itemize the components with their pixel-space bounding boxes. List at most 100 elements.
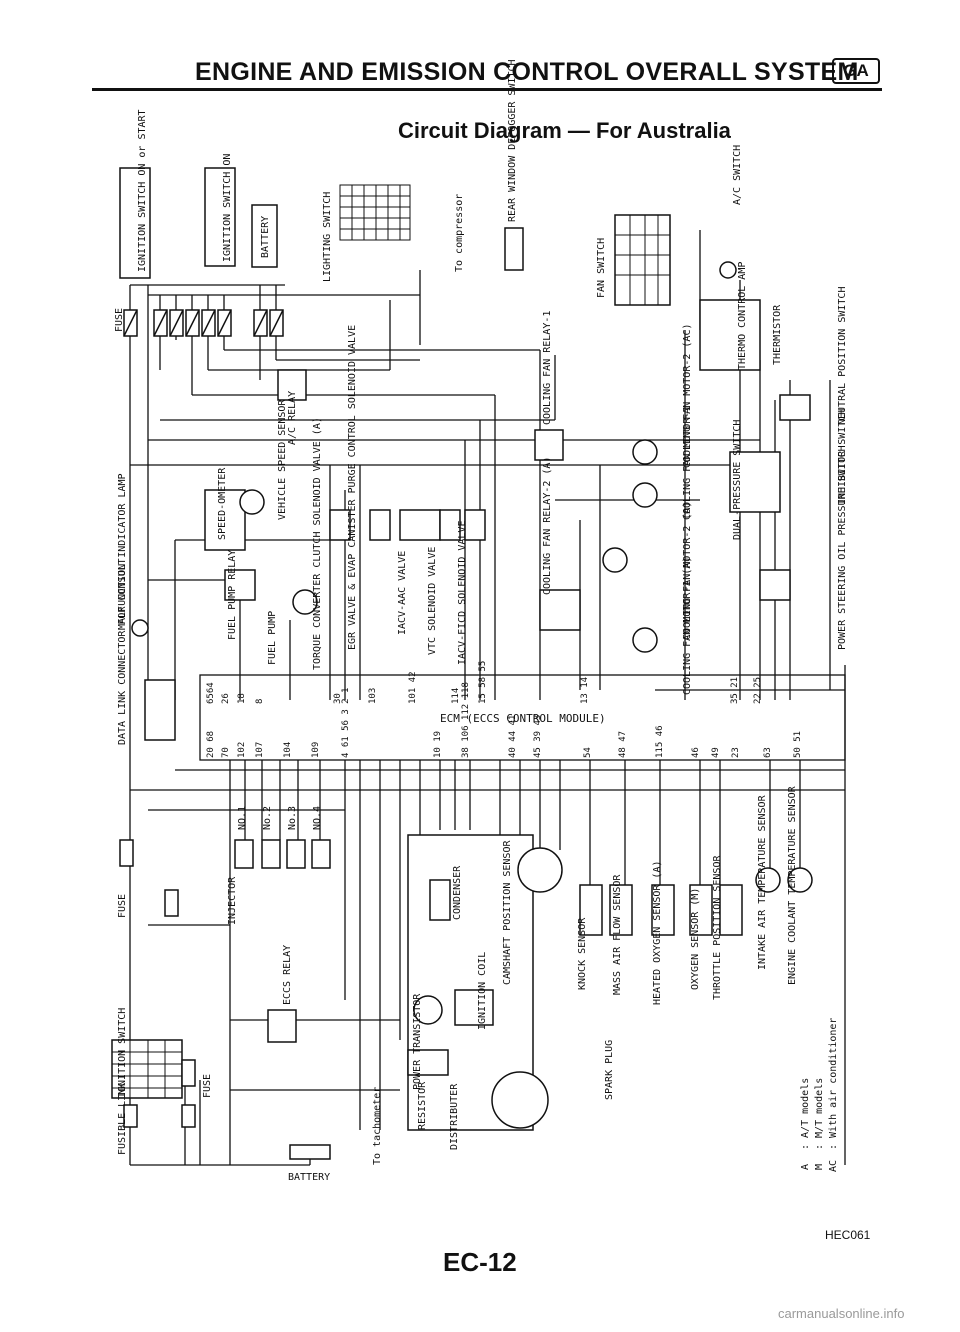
label-knock-sensor: KNOCK SENSOR bbox=[577, 917, 588, 990]
pin-bot-17: 63 bbox=[763, 747, 773, 758]
label-ac-switch: A/C SWITCH bbox=[732, 145, 743, 205]
label-speedometer: SPEED-OMETER bbox=[217, 467, 228, 540]
label-iacv-aac: IACV-AAC VALVE bbox=[397, 551, 408, 635]
label-condenser: CONDENSER bbox=[452, 865, 463, 920]
label-fuse-top: FUSE bbox=[114, 308, 125, 332]
legend-m: : M/T models bbox=[814, 1078, 825, 1150]
label-cooling-fan-motor-1: COOLING FAN MOTOR-1 bbox=[682, 406, 693, 520]
label-cooling-fan-motor-2-ac: COOLING FAN MOTOR-2 (AC) bbox=[682, 324, 693, 469]
label-neutral-position: NEUTRAL POSITION SWITCH bbox=[837, 287, 848, 425]
pin-bot-18: 50 51 bbox=[793, 731, 803, 758]
pin-top-9: 13 14 bbox=[580, 677, 590, 704]
label-cooling-fan-relay-2: COOLING FAN RELAY-2 (A) bbox=[542, 457, 553, 595]
label-mil: MALFUNCTION INDICATOR LAMP bbox=[117, 473, 128, 630]
label-ign-on-start: IGNITION SWITCH ON or START bbox=[137, 109, 148, 272]
label-inhibitor-switch: INHIBITOR SWITCH bbox=[837, 409, 848, 505]
legend-ac-symbol: AC bbox=[828, 1160, 839, 1172]
watermark: carmanualsonline.info bbox=[778, 1306, 905, 1321]
diagram-code: HEC061 bbox=[825, 1228, 871, 1242]
legend-ac: : With air conditioner bbox=[828, 1018, 839, 1150]
label-vehicle-speed-sensor: VEHICLE SPEED SENSOR bbox=[277, 399, 288, 520]
label-cooling-fan-motor-1-a: COOLING FAN MOTOR-1 (A) bbox=[682, 557, 693, 695]
pin-top-2: 18 bbox=[237, 693, 247, 704]
label-fuel-pump: FUEL PUMP bbox=[267, 611, 278, 665]
label-vtc: VTC SOLENOID VALVE bbox=[427, 547, 438, 655]
label-dlc: DATA LINK CONNECTOR FOR CONSULT bbox=[117, 558, 128, 745]
label-heated-o2: HEATED OXYGEN SENSOR (A) bbox=[652, 861, 663, 1006]
legend-a: : A/T models bbox=[800, 1078, 811, 1150]
label-dual-pressure-switch: DUAL-PRESSURE SWITCH bbox=[732, 420, 743, 540]
label-tcc-solenoid: TORQUE CONVERTER CLUTCH SOLENOID VALVE (… bbox=[312, 417, 323, 670]
label-ign-switch-table: IGNITION SWITCH bbox=[117, 1008, 128, 1098]
header-rule bbox=[92, 88, 882, 91]
label-to-compressor: To compressor bbox=[454, 194, 465, 272]
legend: : A/T models : M/T models : With air con… bbox=[800, 1018, 839, 1172]
section-badge: GA bbox=[832, 58, 880, 84]
legend-a-symbol: A bbox=[800, 1164, 811, 1170]
pin-bot-13: 115 46 bbox=[655, 725, 665, 758]
label-thermistor: THERMISTOR bbox=[772, 304, 783, 365]
label-fuel-pump-relay: FUEL PUMP RELAY bbox=[227, 550, 238, 640]
page-title: ENGINE AND EMISSION CONTROL OVERALL SYST… bbox=[195, 58, 859, 86]
pin-bot-5: 109 bbox=[311, 742, 321, 758]
label-fuse-low: FUSE bbox=[202, 1074, 213, 1098]
pin-top-10: 35 21 bbox=[730, 677, 740, 704]
label-egr-evap: EGR VALVE & EVAP CANISTER PURGE CONTROL … bbox=[347, 325, 358, 650]
pin-bot-8: 38 106 112 118 bbox=[461, 682, 471, 758]
pin-bot-9: 40 44 41 bbox=[508, 715, 518, 758]
label-fusible-link: FUSIBLE LINK bbox=[117, 1083, 128, 1155]
label-tps: THROTTLE POSITION SENSOR bbox=[712, 855, 723, 1000]
label-o2-m: OXYGEN SENSOR (M) bbox=[690, 888, 701, 990]
pin-top-8: 15 58 55 bbox=[478, 661, 488, 704]
label-power-transistor: POWER TRANSISTOR bbox=[412, 993, 423, 1090]
pin-bot-16: 23 bbox=[731, 747, 741, 758]
label-maf: MASS AIR FLOW SENSOR bbox=[612, 874, 623, 995]
label-ac-relay: A/C RELAY bbox=[287, 391, 298, 445]
label-to-tachometer: To tachometer bbox=[372, 1087, 383, 1165]
pin-top-1: 26 bbox=[221, 693, 231, 704]
pin-bot-10: 45 39 43 bbox=[533, 715, 543, 758]
label-resistor: RESISTOR bbox=[417, 1081, 428, 1130]
switch-grids bbox=[111, 184, 671, 1099]
label-thermo-control-amp: THERMO CONTROL AMP bbox=[737, 262, 748, 370]
label-ps-oil-pressure: POWER STEERING OIL PRESSURE SWITCH bbox=[837, 445, 848, 650]
pin-top-5: 103 bbox=[368, 688, 378, 704]
pin-top-6: 101 42 bbox=[408, 671, 418, 704]
pin-bot-15: 49 bbox=[711, 747, 721, 758]
label-injector: INJECTOR bbox=[227, 876, 238, 925]
pin-top-3: 8 bbox=[255, 699, 265, 704]
legend-m-symbol: M bbox=[814, 1164, 825, 1170]
pin-bot-11: 54 bbox=[583, 747, 593, 758]
label-inj-no4: NO.4 bbox=[312, 806, 323, 830]
label-inj-no2: No.2 bbox=[262, 806, 273, 830]
label-ecm: ECM (ECCS CONTROL MODULE) bbox=[440, 712, 606, 725]
diagram-subtitle: Circuit Diagram — For Australia bbox=[398, 118, 731, 143]
page-number: EC-12 bbox=[443, 1247, 517, 1277]
pin-top-11: 22 25 bbox=[753, 677, 763, 704]
label-battery-top: BATTERY bbox=[260, 216, 271, 258]
pin-bot-14: 46 bbox=[691, 747, 701, 758]
label-ect: ENGINE COOLANT TEMPERATURE SENSOR bbox=[787, 785, 798, 985]
pin-bot-4: 104 bbox=[283, 742, 293, 758]
fuse-block-top bbox=[123, 309, 284, 337]
label-eccs-relay: ECCS RELAY bbox=[282, 945, 293, 1005]
label-camshaft-sensor: CAMSHAFT POSITION SENSOR bbox=[502, 840, 513, 985]
pin-bot-6: 4 61 56 3 2 1 bbox=[341, 688, 351, 758]
pin-bot-3: 107 bbox=[255, 742, 265, 758]
ecm-pins: 6564 26 18 8 30 103 101 42 114 15 58 55 … bbox=[206, 661, 803, 758]
label-iacv-ficd: IACV-FICD SOLENOID VALVE bbox=[457, 521, 468, 666]
label-ign-on: IGNITION SWITCH ON bbox=[222, 154, 233, 262]
label-rear-defogger: REAR WINDOW DEFOGGER SWITCH bbox=[507, 59, 518, 222]
pin-top-7: 114 bbox=[451, 688, 461, 704]
label-cooling-fan-relay-1: COOLING FAN RELAY-1 bbox=[542, 311, 553, 425]
pin-bot-7: 10 19 bbox=[433, 731, 443, 758]
label-fan-switch: FAN SWITCH bbox=[596, 238, 607, 298]
label-distributor: DISTRIBUTER bbox=[449, 1083, 460, 1150]
label-ignition-coil: IGNITION COIL bbox=[477, 952, 488, 1030]
label-iat: INTAKE AIR TEMPERATURE SENSOR bbox=[757, 794, 768, 970]
pin-bot-2: 102 bbox=[237, 742, 247, 758]
label-battery-bottom: BATTERY bbox=[288, 1172, 330, 1183]
label-inj-no1: NO.1 bbox=[237, 806, 248, 830]
label-lighting-switch: LIGHTING SWITCH bbox=[322, 192, 333, 282]
